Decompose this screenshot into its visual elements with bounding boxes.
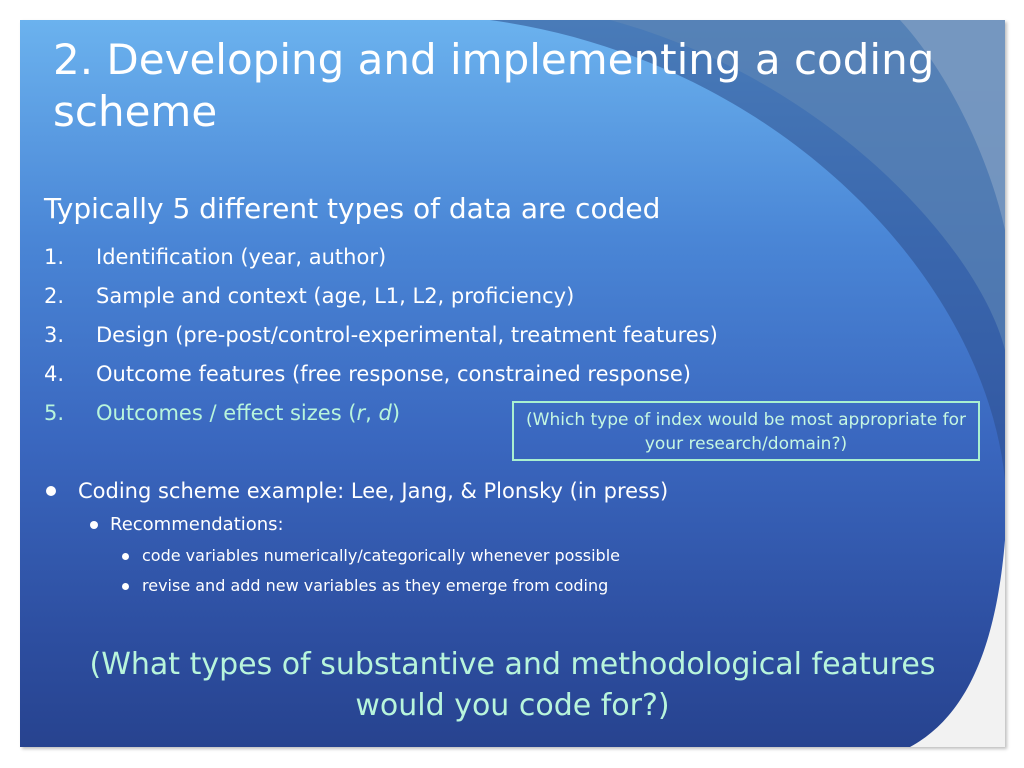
list-number: 2. bbox=[44, 284, 65, 308]
list-item-highlighted: 5. Outcomes / effect sizes (r, d) bbox=[44, 394, 718, 433]
slide-title: 2. Developing and implementing a coding … bbox=[53, 35, 935, 136]
bullet-text: Coding scheme example: Lee, Jang, & Plon… bbox=[78, 479, 669, 503]
list-number: 3. bbox=[44, 323, 65, 347]
bullet-icon bbox=[122, 583, 129, 590]
list-number: 1. bbox=[44, 245, 65, 269]
list-item: 3. Design (pre-post/control-experimental,… bbox=[44, 316, 718, 355]
list-item: 2. Sample and context (age, L1, L2, profi… bbox=[44, 277, 718, 316]
effect-size-d: d bbox=[378, 401, 392, 425]
list-item-text: Design (pre-post/control-experimental, t… bbox=[96, 323, 718, 347]
callout-box: (Which type of index would be most appro… bbox=[512, 401, 980, 461]
effect-size-r: r bbox=[356, 401, 366, 425]
intro-heading: Typically 5 different types of data are … bbox=[44, 192, 661, 225]
list-item-text: Sample and context (age, L1, L2, profici… bbox=[96, 284, 575, 308]
sub-sub-bullet-item: code variables numerically/categorically… bbox=[44, 543, 668, 573]
bullet-text: Recommendations: bbox=[110, 514, 284, 535]
sub-sub-bullet-item: revise and add new variables as they eme… bbox=[44, 573, 668, 603]
list-item-text: Identification (year, author) bbox=[96, 245, 387, 269]
sub-bullet-item: Recommendations: bbox=[44, 511, 668, 543]
separator-text: , bbox=[365, 401, 379, 425]
list-item-text: Outcomes / effect sizes ( bbox=[96, 401, 357, 425]
bullet-icon bbox=[46, 486, 56, 496]
list-number: 5. bbox=[44, 401, 65, 425]
background-swoosh bbox=[490, 20, 1005, 747]
bullet-text: revise and add new variables as they eme… bbox=[142, 576, 609, 595]
bullet-text: code variables numerically/categorically… bbox=[142, 546, 620, 565]
list-number: 4. bbox=[44, 362, 65, 386]
slide: 2. Developing and implementing a coding … bbox=[20, 20, 1005, 747]
list-item-text: Outcome features (free response, constra… bbox=[96, 362, 691, 386]
list-item: 4. Outcome features (free response, const… bbox=[44, 355, 718, 394]
discussion-question: (What types of substantive and methodolo… bbox=[89, 647, 936, 723]
list-item: 1. Identification (year, author) bbox=[44, 238, 718, 277]
bullet-icon bbox=[90, 521, 98, 529]
bullet-list: Coding scheme example: Lee, Jang, & Plon… bbox=[44, 476, 668, 603]
bullet-item: Coding scheme example: Lee, Jang, & Plon… bbox=[44, 476, 668, 511]
bullet-icon bbox=[122, 553, 129, 560]
numbered-list: 1. Identification (year, author) 2. Sample… bbox=[44, 238, 718, 433]
closing-paren: ) bbox=[391, 401, 401, 425]
